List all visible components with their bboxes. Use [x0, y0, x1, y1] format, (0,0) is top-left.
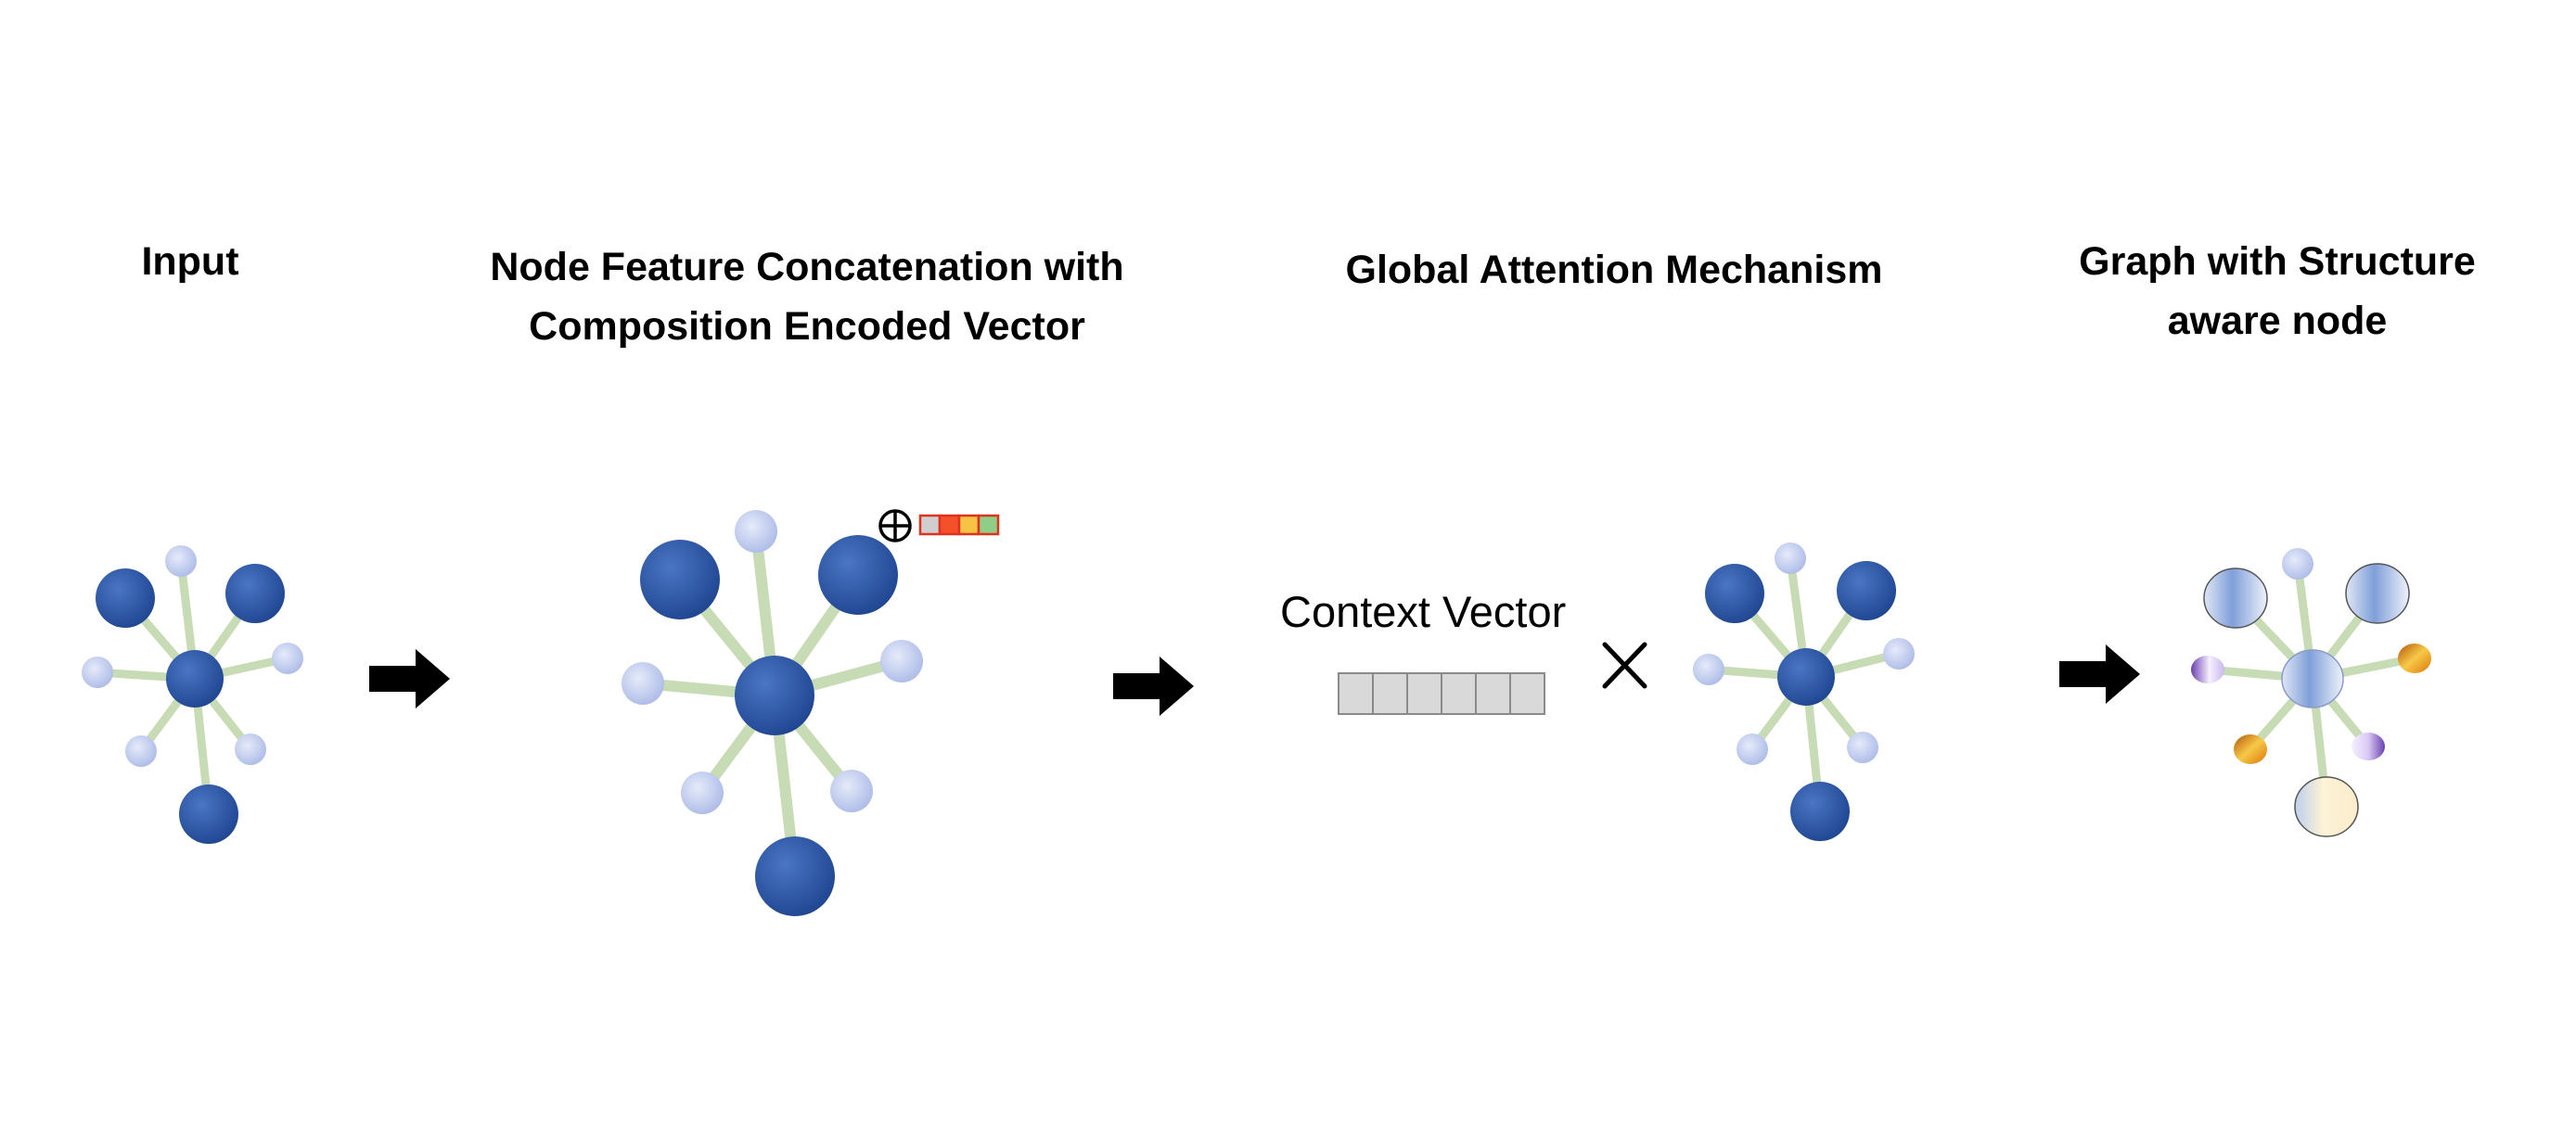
neighbor-node	[640, 540, 720, 619]
leaf-node	[880, 640, 923, 682]
neighbor-node	[1705, 564, 1764, 623]
leaf-node-purple	[2191, 656, 2224, 683]
input-graph	[82, 545, 303, 844]
vector-cell	[1441, 672, 1477, 715]
hub-node	[735, 656, 814, 735]
attention-graph	[1693, 542, 1915, 841]
context-vector-label: Context Vector	[1280, 587, 1567, 636]
stage-title-output: Graph with Structure aware node	[2031, 232, 2523, 351]
leaf-node	[1847, 732, 1878, 763]
leaf-node	[1737, 733, 1768, 765]
vector-cell	[977, 514, 1000, 536]
vector-cell	[1509, 672, 1545, 715]
leaf-node-purple	[2352, 733, 2385, 760]
vector-cell	[1372, 672, 1408, 715]
vector-cell	[1338, 672, 1374, 715]
arrow-icon	[1113, 657, 1194, 716]
stage-title-line: Input	[141, 239, 239, 284]
concat-symbol-icon	[878, 509, 912, 542]
hub-node	[166, 650, 224, 708]
vector-cell	[938, 514, 961, 536]
arrow-icon	[369, 649, 450, 708]
leaf-node	[830, 770, 873, 812]
neighbor-node	[96, 568, 155, 628]
leaf-node	[235, 733, 266, 765]
neighbor-node	[1790, 782, 1850, 841]
composition-encoded-vector	[918, 514, 1000, 536]
neighbor-node	[1837, 561, 1896, 620]
output-graph	[2191, 548, 2431, 837]
neighbor-node-blended	[2345, 563, 2410, 624]
vector-cell	[957, 514, 980, 536]
neighbor-node	[818, 535, 898, 615]
neighbor-node	[179, 784, 238, 844]
stage-title-line: Graph with Structure	[2079, 239, 2476, 284]
stage-title-concat: Node Feature Concatenation with Composit…	[436, 237, 1178, 356]
vector-cell	[1406, 672, 1442, 715]
neighbor-node	[225, 564, 285, 623]
leaf-node	[681, 772, 724, 814]
leaf-node	[1775, 542, 1806, 574]
neighbor-node-blended	[2203, 568, 2268, 629]
leaf-node	[82, 657, 113, 688]
vector-cell	[1475, 672, 1511, 715]
stage-title-line: Global Attention Mechanism	[1345, 248, 1883, 292]
leaf-node-orange	[2234, 734, 2267, 764]
stage-title-line: aware node	[2167, 299, 2388, 343]
leaf-node	[1693, 654, 1724, 685]
leaf-node	[1883, 638, 1915, 670]
stage-title-input: Input	[102, 232, 278, 291]
leaf-node	[2282, 548, 2313, 580]
leaf-node	[272, 643, 303, 674]
neighbor-node-cream	[2294, 776, 2359, 837]
stage-title-attention: Global Attention Mechanism	[1289, 240, 1939, 300]
hub-node	[1777, 648, 1835, 706]
leaf-node	[165, 545, 197, 577]
hub-node-blended	[2281, 649, 2344, 708]
leaf-node	[622, 662, 664, 705]
stage-title-line: Composition Encoded Vector	[529, 304, 1085, 349]
concat-graph	[622, 510, 923, 916]
arrow-icon	[2059, 644, 2140, 704]
vector-cell	[918, 514, 942, 536]
context-vector	[1338, 672, 1545, 715]
leaf-node-orange	[2398, 644, 2431, 673]
leaf-node	[735, 510, 777, 553]
neighbor-node	[755, 836, 835, 916]
multiply-icon	[1602, 642, 1647, 689]
stage-title-line: Node Feature Concatenation with	[490, 245, 1124, 289]
leaf-node	[125, 735, 157, 767]
